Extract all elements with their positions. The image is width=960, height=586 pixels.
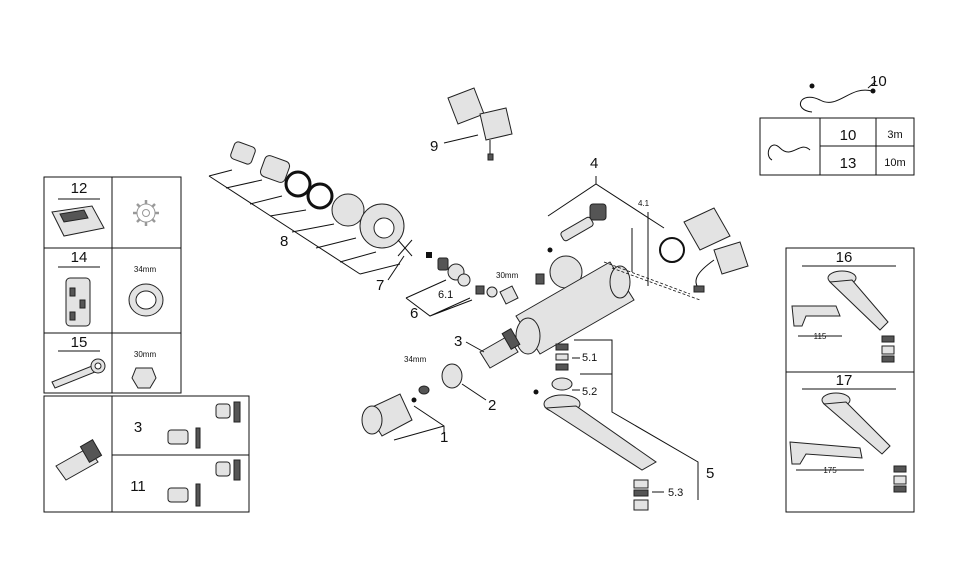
part-16-label: 16 [836, 249, 853, 266]
hose-connector-set [230, 141, 405, 249]
part-1-label: 1 [440, 429, 448, 446]
part-6-label: 6 [410, 305, 418, 322]
sensor-window-set [659, 207, 749, 293]
part-15-label: 15 [71, 334, 88, 351]
cable-icon [800, 83, 876, 113]
cable-thumb-icon [767, 144, 811, 161]
spout-16-icon [791, 270, 895, 363]
gear-icon [133, 200, 159, 226]
spout-16-dim: 115 [814, 332, 827, 341]
wrench-icon [51, 358, 106, 389]
cable-row-13-part: 13 [840, 155, 857, 172]
part-17-label: 17 [836, 372, 853, 389]
part-5.1-label: 5.1 [582, 352, 597, 364]
part-3-label: 3 [454, 333, 462, 350]
part-8-label: 8 [280, 233, 288, 250]
part-14-label: 14 [71, 249, 88, 266]
part-2-label: 2 [488, 397, 496, 414]
cartridge-icon [55, 439, 103, 481]
spout-17-icon [789, 392, 907, 493]
part-9-label: 9 [430, 138, 438, 155]
left-accessory-panel: 12 14 15 34mm 30mm [43, 176, 182, 394]
part-14-dim: 34mm [134, 265, 157, 274]
dim-30mm: 30mm [496, 271, 519, 280]
part-10-label: 10 [870, 73, 887, 90]
part-5.2-label: 5.2 [582, 386, 597, 398]
part-4-label: 4 [590, 155, 598, 172]
cartridge-panel: 3 11 [43, 395, 250, 513]
cable-row-13-length: 10m [884, 157, 905, 169]
part-5-label: 5 [706, 465, 714, 482]
cartridge-set-11-icon [167, 459, 241, 507]
check-valve-set [437, 257, 519, 305]
spout-options-panel: 16 17 115 175 [785, 247, 915, 513]
ring-nut-2-icon [441, 363, 463, 389]
part-4.1-label: 4.1 [638, 199, 650, 208]
part-15-dim: 30mm [134, 350, 157, 359]
cable-row-10-length: 3m [887, 129, 902, 141]
nut-30-icon [131, 367, 157, 389]
assembly-sleeve-icon [65, 277, 91, 327]
spout-17-dim: 175 [823, 466, 837, 475]
cartridge-3-icon [479, 328, 521, 369]
ring-nut-34-icon [128, 283, 164, 317]
temperature-handle-icon [361, 385, 430, 437]
part-5.3-label: 5.3 [668, 487, 683, 499]
mixer-body [515, 255, 635, 355]
part-7-label: 7 [376, 277, 384, 294]
cartridge-set-3-icon [167, 401, 241, 449]
part-12-label: 12 [71, 180, 88, 197]
electronic-box-icon [447, 87, 513, 161]
cartridge-row-3-label: 3 [134, 419, 142, 436]
spout-5-icon [533, 343, 657, 511]
filter-disc-icon [397, 239, 432, 258]
remote-control-icon [51, 205, 105, 237]
part-6.1-label: 6.1 [438, 289, 453, 301]
thermostat-cartridge-set [547, 203, 607, 253]
cartridge-row-11-label: 11 [130, 478, 146, 495]
cable-row-10-part: 10 [840, 127, 857, 144]
cable-table: 10 10 3m 13 10m [759, 73, 915, 176]
dim-34mm: 34mm [404, 355, 427, 364]
